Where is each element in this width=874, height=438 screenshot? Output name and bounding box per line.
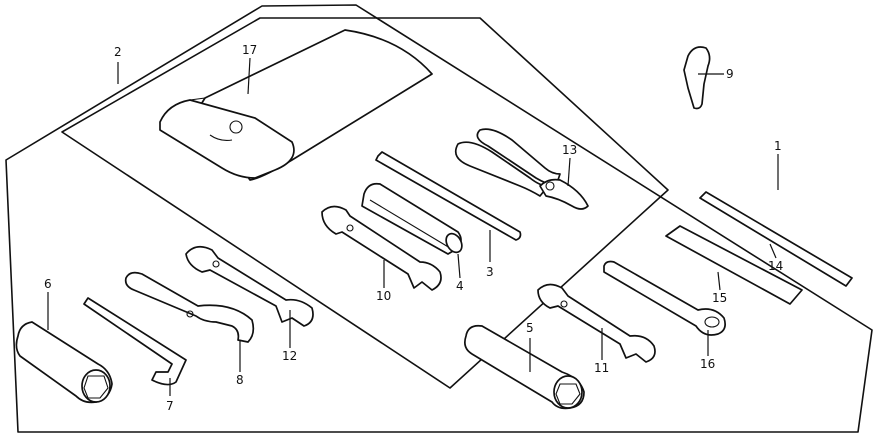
callout-3: 3 (486, 265, 494, 279)
plate (665, 225, 803, 305)
callout-10: 10 (376, 289, 391, 303)
wrench-10 (321, 205, 442, 291)
callout-1: 1 (774, 139, 782, 153)
callout-4: 4 (456, 279, 464, 293)
callout-15: 15 (712, 291, 727, 305)
callout-13: 13 (562, 143, 577, 157)
handle-grip (683, 46, 711, 110)
callout-6: 6 (44, 277, 52, 291)
callout-11: 11 (594, 361, 609, 375)
extension-bar (699, 191, 853, 287)
callout-labels: 1 2 3 4 5 6 7 8 9 10 11 12 13 14 15 16 1… (44, 43, 783, 413)
socket-wrench-5 (464, 324, 585, 410)
tool-tray-outline (5, 4, 873, 433)
hex-key (83, 297, 187, 386)
callout-14: 14 (768, 259, 783, 273)
screwdriver-handle (361, 182, 463, 255)
ring-spanner (603, 260, 726, 336)
callout-16: 16 (700, 357, 715, 371)
leader-lines (47, 57, 779, 396)
pliers (454, 128, 589, 210)
hook-spanner (124, 271, 255, 343)
tool-pouch (159, 29, 433, 181)
callout-2: 2 (114, 45, 122, 59)
wrench-11 (537, 283, 656, 363)
callout-17: 17 (242, 43, 257, 57)
screwdriver-shaft (375, 151, 522, 241)
callout-12: 12 (282, 349, 297, 363)
callout-5: 5 (526, 321, 534, 335)
wrench-12 (185, 245, 314, 327)
callout-9: 9 (726, 67, 734, 81)
callout-8: 8 (236, 373, 244, 387)
socket-wrench-6 (15, 321, 113, 404)
callout-7: 7 (166, 399, 174, 413)
